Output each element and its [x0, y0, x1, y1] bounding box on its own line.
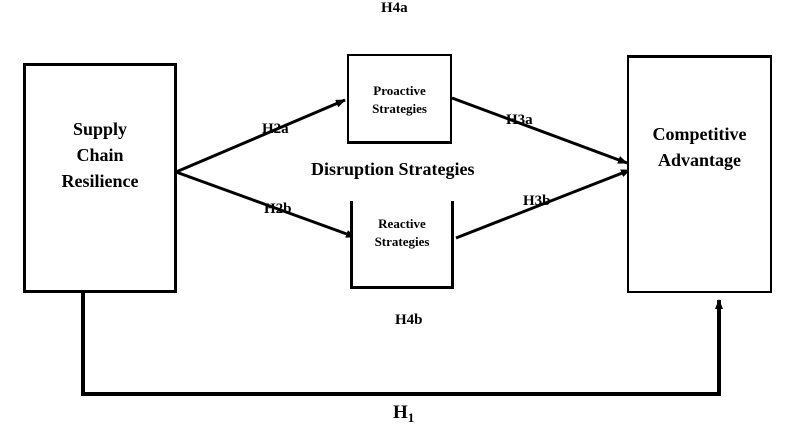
hypothesis-h1-subscript: 1 [407, 410, 415, 425]
hypothesis-h4a-label: H4a [381, 0, 408, 16]
proactive-strategies-label: Proactive Strategies [372, 83, 427, 116]
proactive-strategies-box [347, 54, 452, 144]
arrow-h2a [175, 98, 346, 174]
hypothesis-h1-base: H [393, 402, 408, 423]
competitive-advantage-box [627, 55, 772, 293]
reactive-strategies-box [350, 201, 454, 289]
hypothesis-h3b-label: H3b [523, 193, 551, 209]
arrow-h3b [455, 168, 631, 240]
disruption-strategies-label: Disruption Strategies [311, 159, 475, 179]
hypothesis-h1-label: H1 [393, 402, 415, 425]
competitive-advantage-label: Competitive Advantage [652, 124, 747, 170]
hypothesis-h2b-label: H2b [264, 201, 292, 217]
hypothesis-h3a-label: H3a [506, 112, 533, 128]
arrow-h1 [81, 292, 723, 396]
arrow-h2b [175, 170, 356, 239]
arrow-h3a [451, 96, 628, 165]
hypothesis-h2a-label: H2a [262, 121, 289, 137]
supply-chain-resilience-box [23, 63, 177, 293]
hypothesis-h4b-label: H4b [395, 312, 423, 328]
reactive-strategies-label: Reactive Strategies [374, 216, 430, 249]
supply-chain-resilience-label: Supply Chain Resilience [61, 119, 139, 191]
